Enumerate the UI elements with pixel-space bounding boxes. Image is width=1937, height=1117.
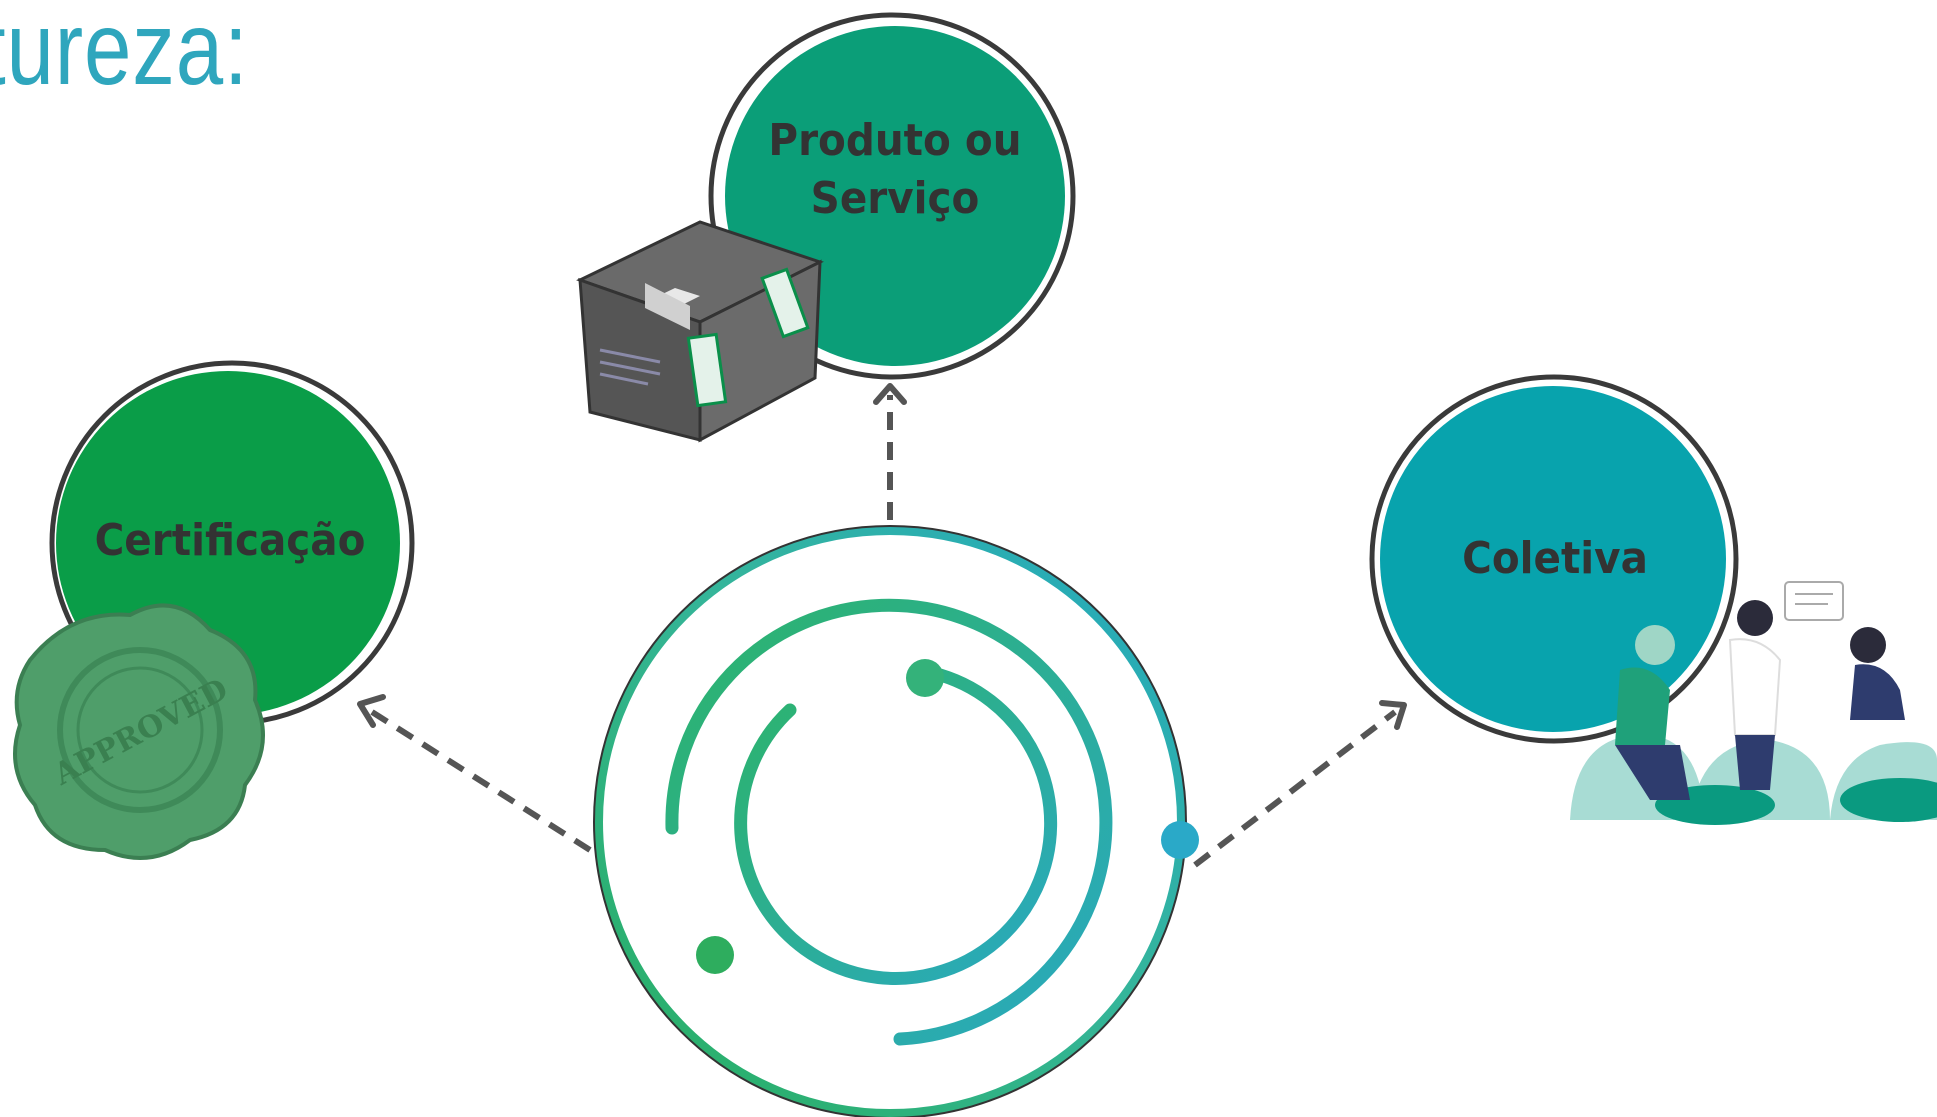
inner-ring-dot bbox=[906, 659, 944, 697]
produto-label-line2: Serviço bbox=[810, 173, 980, 224]
coletiva-outline bbox=[1369, 374, 1739, 744]
central-outer-ring bbox=[595, 527, 1185, 1117]
coletiva-label: Coletiva bbox=[1462, 533, 1648, 584]
middle-ring bbox=[665, 598, 1113, 1046]
approved-seal-icon: APPROVED bbox=[13, 603, 265, 860]
arrow-to-certificacao bbox=[370, 709, 592, 853]
inner-ring bbox=[734, 666, 1058, 985]
produto-outline bbox=[708, 12, 1076, 380]
people-meeting-illustration bbox=[1570, 581, 1937, 825]
certificacao-label: Certificação bbox=[94, 515, 366, 566]
arrowhead-coletiva bbox=[1379, 700, 1407, 730]
arrows bbox=[370, 395, 1397, 868]
arrowhead-certificacao bbox=[357, 694, 386, 728]
produto-label: Produto ou Serviço bbox=[716, 112, 1075, 228]
outer-ring-dot bbox=[1161, 821, 1199, 859]
page-title: tureza: bbox=[0, 0, 249, 107]
arrow-to-coletiva bbox=[1193, 709, 1397, 868]
produto-label-line1: Produto ou bbox=[768, 115, 1022, 166]
package-box-icon bbox=[576, 220, 824, 443]
central-logo bbox=[593, 525, 1199, 1117]
middle-ring-dot bbox=[696, 936, 734, 974]
arrowhead-produto bbox=[873, 383, 907, 405]
